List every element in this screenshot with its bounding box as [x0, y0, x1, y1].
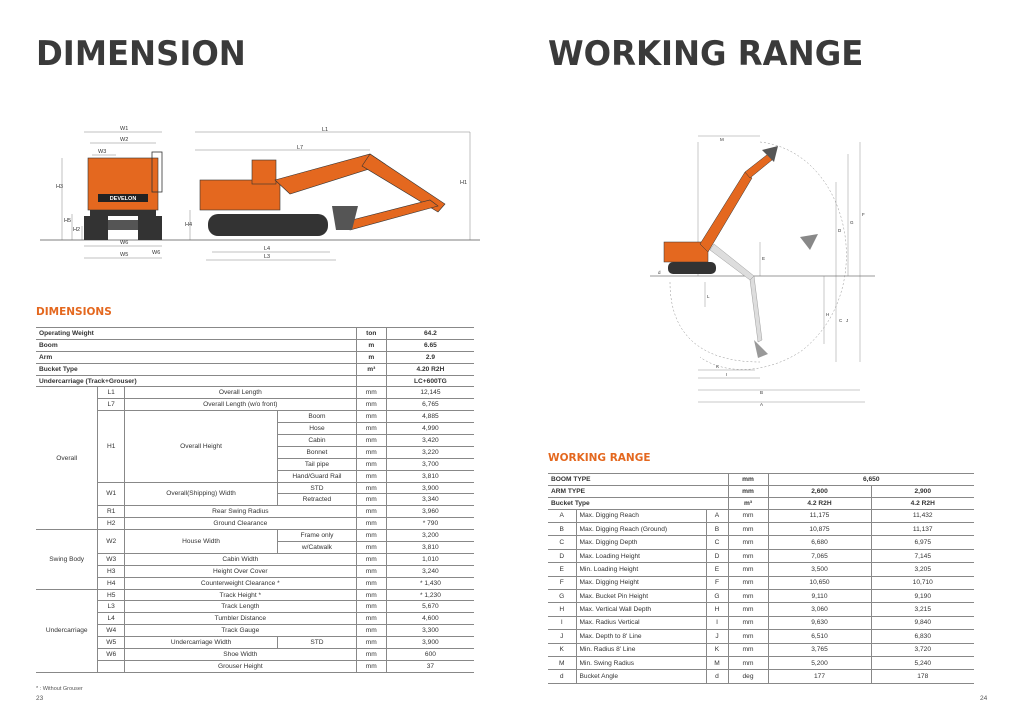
group-swing-body: Swing Body — [36, 529, 99, 590]
page-title-dimension: DIMENSION — [36, 34, 246, 74]
label-w6a: W6 — [120, 240, 128, 246]
label-a: A — [760, 402, 763, 407]
brand-logo: DEVELON — [110, 196, 137, 202]
label-h2: H2 — [73, 227, 80, 233]
label-c: C — [839, 318, 843, 323]
label-h5: H5 — [64, 218, 71, 224]
label-l7: L7 — [297, 145, 303, 151]
label-l4: L4 — [264, 246, 270, 252]
label-small-d: d — [658, 270, 661, 275]
label-w1: W1 — [120, 126, 128, 132]
section-title-working-range: WORKING RANGE — [548, 452, 651, 464]
label-l1: L1 — [322, 127, 328, 133]
footnote: * : Without Grouser — [36, 686, 83, 692]
dimension-drawing: DEVELON W1 W2 W3 H3 H5 H2 W6 W5 W6 L1 L7… — [40, 126, 480, 261]
working-range-drawing: M A B C D E F G H I J K L d — [650, 135, 875, 407]
label-d: D — [838, 228, 842, 233]
label-e: E — [762, 256, 765, 261]
excavator-range-illustration — [663, 146, 818, 358]
label-h: H — [826, 312, 829, 317]
label-w2: W2 — [120, 137, 128, 143]
group-overall: Overall — [36, 386, 99, 531]
page-number-right: 24 — [980, 695, 988, 702]
label-h1: H1 — [460, 180, 467, 186]
table-row: Undercarriage (Track+Grouser)LC+600TG — [36, 374, 474, 388]
page-number-left: 23 — [36, 695, 44, 702]
page-title-working-range: WORKING RANGE — [548, 34, 864, 74]
label-b: B — [760, 390, 763, 395]
group-undercarriage: Undercarriage — [36, 588, 99, 673]
label-f: F — [862, 212, 865, 217]
label-m: M — [720, 137, 724, 142]
label-w5: W5 — [120, 252, 128, 258]
label-l3: L3 — [264, 254, 270, 260]
label-h4: H4 — [185, 222, 192, 228]
label-k: K — [716, 364, 719, 369]
label-g: G — [850, 220, 854, 225]
label-h3: H3 — [56, 184, 63, 190]
front-view-illustration: DEVELON — [84, 151, 163, 240]
label-w6b: W6 — [152, 250, 160, 256]
side-view-illustration — [199, 153, 446, 236]
label-j: J — [846, 318, 848, 323]
label-l: L — [707, 294, 710, 299]
label-i: I — [726, 372, 727, 377]
section-title-dimensions: DIMENSIONS — [36, 306, 112, 318]
label-w3: W3 — [98, 149, 106, 155]
